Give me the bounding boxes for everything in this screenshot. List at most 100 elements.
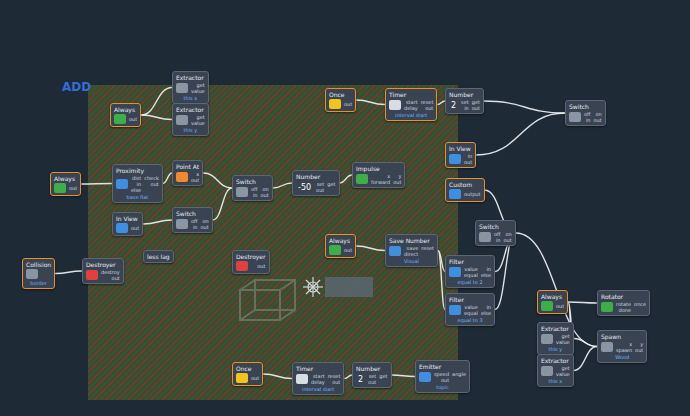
node-title: Spawn: [601, 333, 643, 340]
node-title: Extractor: [176, 74, 205, 81]
node-icon: [389, 246, 401, 256]
logic-node: Number-50setgetout: [292, 170, 340, 196]
port-label: direct: [404, 251, 418, 257]
port-label: on: [261, 186, 269, 192]
node-title: Filter: [449, 296, 491, 303]
logic-node: Extractorgetvaluethis x: [172, 71, 209, 104]
port-label: dist: [131, 175, 141, 181]
port-label: in: [494, 237, 501, 243]
node-body: startresetdelayout: [296, 373, 340, 385]
port-label: get: [327, 181, 335, 187]
port-label: out: [69, 185, 77, 191]
node-body: offoninout: [236, 186, 269, 198]
port-label: out: [101, 275, 120, 281]
node-title: Proximity: [116, 167, 159, 174]
port-label: get: [472, 99, 480, 105]
wire: [568, 302, 597, 303]
port-label: y: [393, 173, 401, 179]
port-label: out: [316, 187, 324, 193]
node-title: In View: [116, 215, 139, 222]
node-title: Switch: [236, 178, 269, 185]
port-label: out: [328, 379, 341, 385]
node-icon: [569, 112, 581, 122]
wire: [141, 115, 172, 120]
node-icon: [114, 114, 126, 124]
port-list: out: [344, 101, 352, 107]
port-label: x: [191, 171, 199, 177]
port-label: value: [556, 339, 570, 345]
port-label: get: [191, 114, 205, 120]
node-body: xyforwardout: [356, 173, 401, 185]
node-icon: [116, 223, 128, 233]
logic-node: Customoutput: [445, 178, 485, 202]
node-body: getvalue: [176, 114, 205, 126]
scene-block: [240, 280, 295, 320]
number-value: 2: [356, 375, 365, 384]
node-body: out: [329, 99, 352, 109]
wire: [392, 375, 415, 377]
port-list: offoninout: [251, 186, 269, 198]
port-label: out: [261, 192, 269, 198]
port-label: out: [464, 159, 472, 165]
node-icon: [236, 261, 248, 271]
port-label: in: [481, 304, 491, 310]
node-title: Destroyer: [86, 261, 120, 268]
node-title: Switch: [176, 210, 209, 217]
port-list: speedangleout: [434, 371, 466, 383]
number-value: 2: [449, 101, 458, 110]
port-label: start: [404, 99, 418, 105]
node-subtitle: this x: [176, 95, 205, 101]
node-subtitle: this y: [176, 127, 205, 133]
port-list: saveresetdirect: [404, 245, 434, 257]
port-label: in: [481, 266, 491, 272]
port-list: offoninout: [191, 218, 209, 230]
port-label: out: [201, 224, 209, 230]
wire: [484, 101, 565, 113]
node-icon: [449, 267, 461, 277]
port-label: in: [461, 105, 469, 111]
node-title: Once: [329, 91, 352, 98]
node-body: getvalue: [541, 365, 570, 377]
node-icon: [541, 334, 553, 344]
wire: [437, 101, 445, 105]
port-label: save: [404, 245, 418, 251]
logic-node: Alwaysout: [50, 172, 81, 196]
node-body: destroyout: [86, 269, 120, 281]
logic-node: SpawnxyspawnoutWood: [597, 330, 647, 363]
wire: [516, 233, 597, 347]
node-body: rotateoncedone: [601, 301, 646, 313]
port-label: out: [144, 181, 159, 187]
logic-node: Destroyerdestroyout: [82, 258, 124, 284]
node-body: out: [541, 301, 564, 311]
node-subtitle: Wood: [601, 354, 643, 360]
port-label: out: [344, 101, 352, 107]
port-label: delay: [404, 105, 418, 111]
node-body: valueinequalelse: [449, 304, 491, 316]
node-title: Custom: [449, 181, 481, 188]
logo-text: ADD: [62, 80, 91, 94]
logic-node: Switchoffoninout: [475, 220, 516, 246]
node-title: Timer: [389, 91, 433, 98]
logic-node: Destroyerout: [232, 250, 270, 274]
wire: [574, 339, 597, 347]
node-title: Filter: [449, 258, 491, 265]
logic-node: Extractorgetvaluethis y: [172, 103, 209, 136]
logic-node: Impulsexyforwardout: [352, 162, 405, 188]
node-title: Extractor: [541, 325, 570, 332]
node-icon: [329, 245, 341, 255]
node-title: Always: [541, 293, 564, 300]
port-label: else: [481, 310, 491, 316]
port-list: startresetdelayout: [404, 99, 433, 111]
port-list: out: [556, 303, 564, 309]
port-list: offoninout: [584, 111, 602, 123]
node-body: out: [114, 114, 137, 124]
wire: [356, 246, 385, 251]
logic-node: Alwaysout: [325, 234, 356, 258]
logic-node: In Viewout: [112, 212, 143, 236]
port-label: on: [201, 218, 209, 224]
port-list: startresetdelayout: [311, 373, 340, 385]
port-list: valueinequalelse: [464, 266, 491, 278]
scene-bar: [325, 277, 373, 297]
port-label: set: [461, 99, 469, 105]
